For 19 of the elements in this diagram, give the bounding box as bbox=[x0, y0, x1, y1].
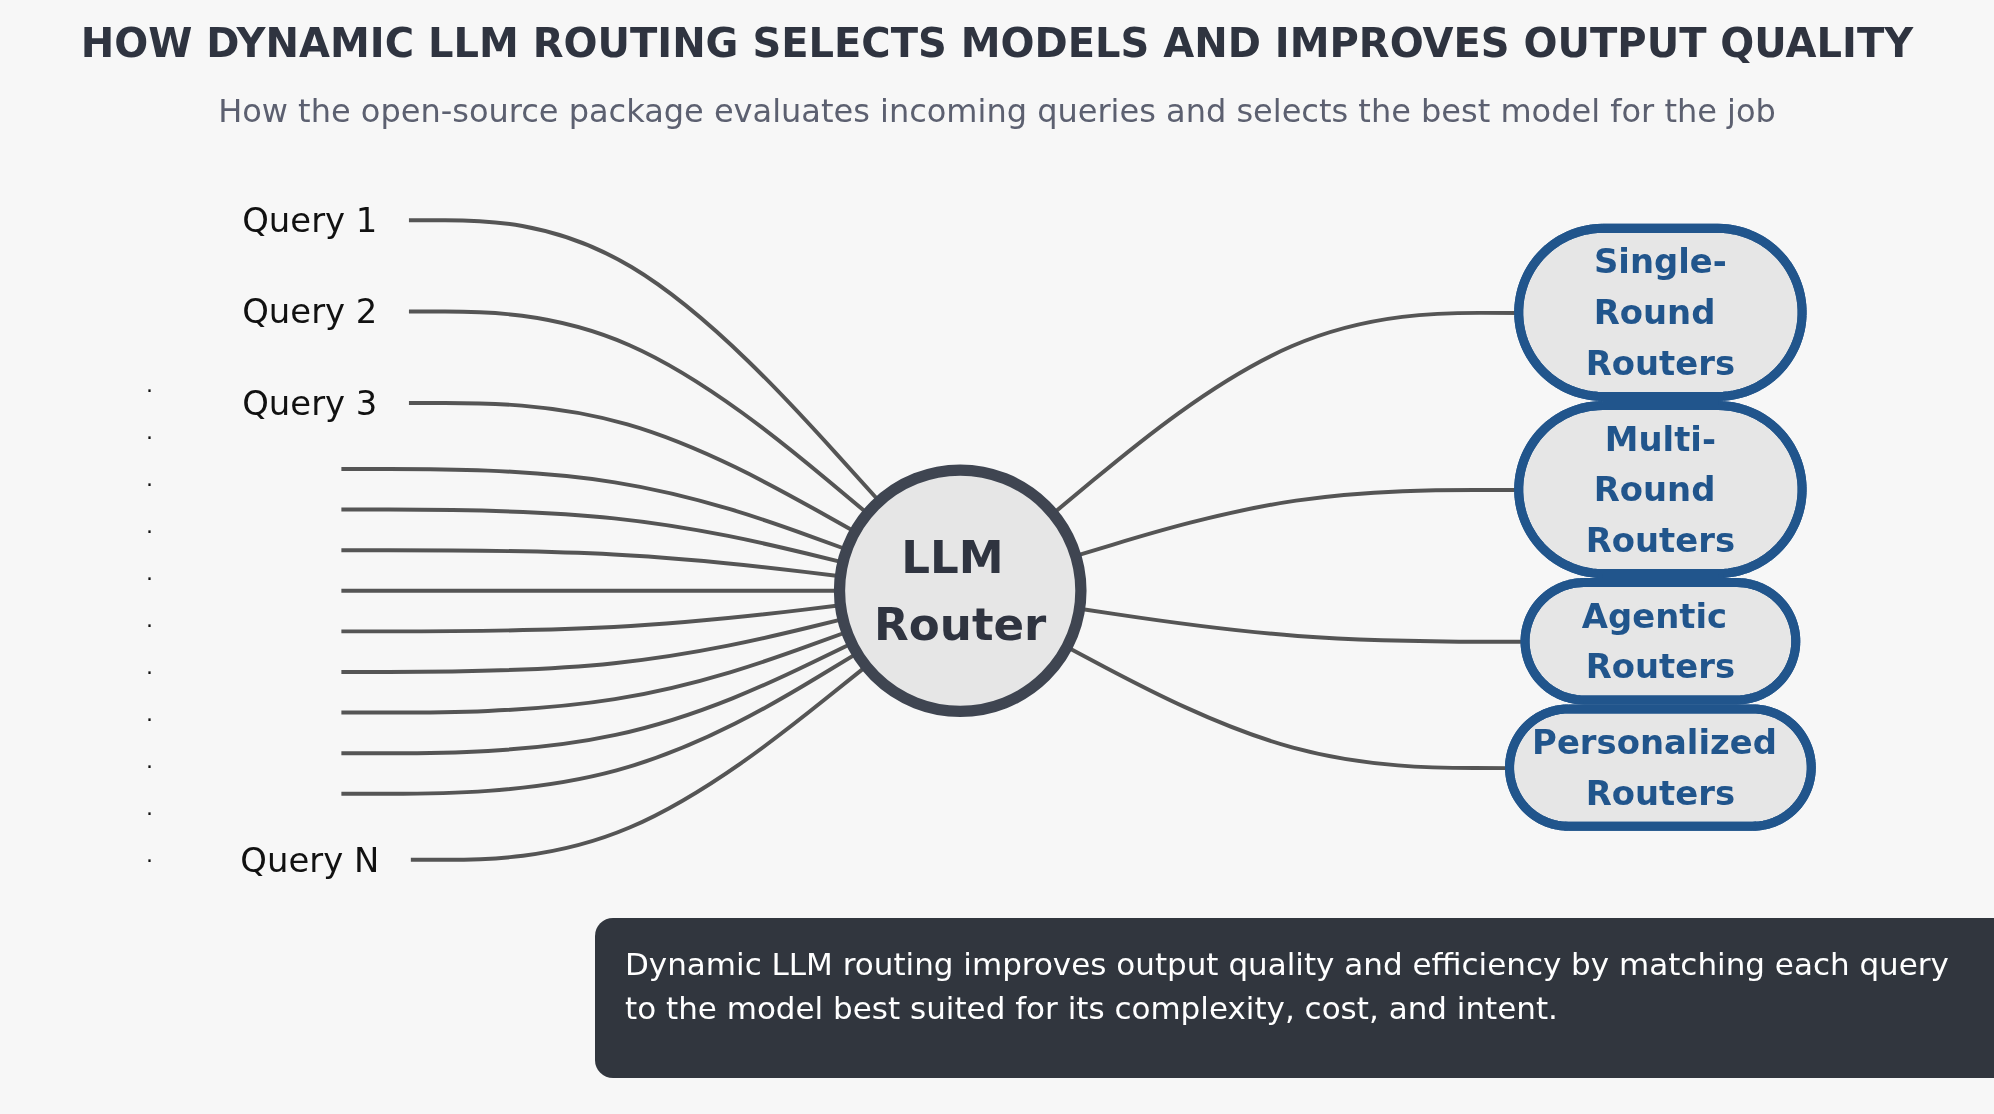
ellipsis-dot: . bbox=[146, 748, 153, 773]
diagram-title: HOW DYNAMIC LLM ROUTING SELECTS MODELS AND IMPROVES OUTPUT QUALITY bbox=[79, 20, 1915, 66]
ellipsis-dot: . bbox=[146, 466, 153, 491]
node-text: Query N bbox=[240, 840, 380, 880]
summary-caption-panel: Dynamic LLM routing improves output quality and efficiency by matching each query to the model best suited for its complexity, cost, and intent. bbox=[595, 918, 1994, 1078]
ellipsis-dot: . bbox=[146, 701, 153, 726]
ellipsis-dot: . bbox=[146, 560, 153, 585]
ellipsis-dot: . bbox=[146, 372, 153, 397]
ellipsis-dot: . bbox=[146, 513, 153, 538]
ellipsis-dot: . bbox=[146, 654, 153, 679]
ellipsis-dot: . bbox=[146, 842, 153, 867]
node-text: Query 3 bbox=[242, 383, 378, 423]
node-circle: LLM Router bbox=[833, 464, 1087, 718]
node-text: Query 2 bbox=[242, 291, 378, 332]
ellipsis-dot: . bbox=[146, 795, 153, 820]
ellipsis-dot: . bbox=[146, 419, 153, 444]
node-text: Query 1 bbox=[242, 200, 378, 240]
ellipsis-dot: . bbox=[146, 607, 153, 632]
subtitle: How the open-source package evaluates incoming queries and selects the best model for the job bbox=[217, 92, 1777, 130]
